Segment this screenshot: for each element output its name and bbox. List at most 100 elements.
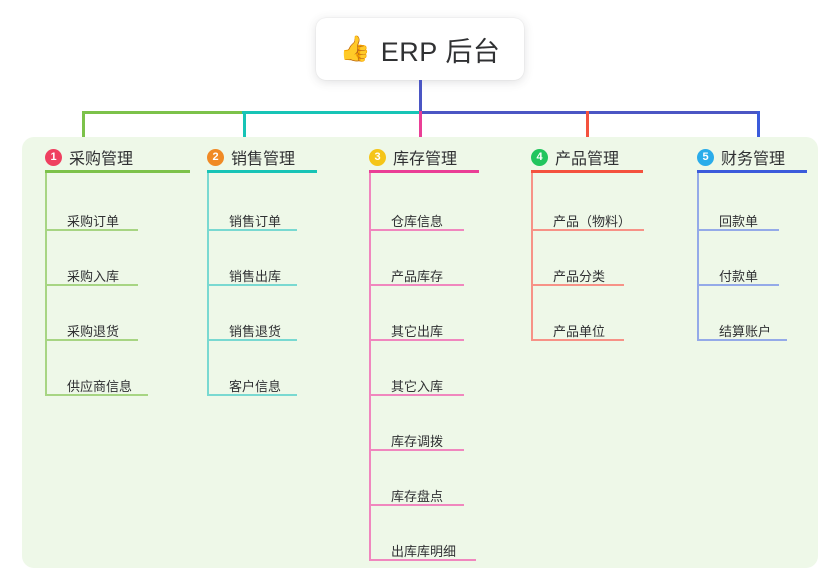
branch-title: 产品管理 bbox=[555, 151, 620, 168]
leaf-label: 销售出库 bbox=[229, 269, 282, 284]
leaf-node[interactable]: 库存调拨 bbox=[369, 431, 464, 455]
branch-spine bbox=[531, 173, 533, 339]
leaf-rule bbox=[207, 339, 297, 341]
root-title: ERP 后台 bbox=[380, 36, 501, 67]
leaf-node[interactable]: 产品库存 bbox=[369, 266, 464, 290]
leaf-node[interactable]: 采购入库 bbox=[45, 266, 138, 290]
branch-title: 销售管理 bbox=[231, 151, 296, 168]
connector-bar-segment bbox=[82, 111, 242, 114]
leaf-label: 采购退货 bbox=[67, 324, 120, 339]
leaf-label: 销售退货 bbox=[229, 324, 282, 339]
leaf-label: 库存调拨 bbox=[391, 434, 444, 449]
branch-header-5[interactable]: 5 财务管理 bbox=[697, 145, 785, 169]
leaf-label: 库存盘点 bbox=[391, 489, 444, 504]
branch-number-badge: 1 bbox=[45, 148, 62, 166]
leaf-rule bbox=[369, 339, 464, 341]
leaf-rule bbox=[207, 229, 297, 231]
leaf-label: 结算账户 bbox=[719, 324, 772, 339]
leaf-node[interactable]: 采购退货 bbox=[45, 321, 138, 345]
leaf-rule bbox=[697, 339, 787, 341]
leaf-label: 销售订单 bbox=[229, 214, 282, 229]
leaf-label: 产品单位 bbox=[553, 324, 606, 339]
leaf-node[interactable]: 产品分类 bbox=[531, 266, 624, 290]
leaf-rule bbox=[45, 284, 138, 286]
leaf-rule bbox=[45, 394, 148, 396]
leaf-label: 仓库信息 bbox=[391, 214, 444, 229]
branch-spine bbox=[369, 173, 371, 559]
leaf-node[interactable]: 客户信息 bbox=[207, 376, 297, 400]
leaf-label: 其它入库 bbox=[391, 379, 444, 394]
connector-drop-1 bbox=[82, 111, 85, 141]
leaf-rule bbox=[369, 284, 464, 286]
branch-spine bbox=[45, 173, 47, 394]
branch-number-badge: 4 bbox=[531, 148, 548, 166]
leaf-rule bbox=[531, 339, 624, 341]
branch-title: 财务管理 bbox=[721, 151, 786, 168]
leaf-label: 付款单 bbox=[719, 269, 759, 284]
branch-header-rule bbox=[369, 170, 479, 173]
leaf-label: 客户信息 bbox=[229, 379, 282, 394]
connector-drop-2 bbox=[243, 111, 246, 141]
leaf-node[interactable]: 产品（物料） bbox=[531, 211, 644, 235]
leaf-node[interactable]: 仓库信息 bbox=[369, 211, 464, 235]
branch-spine bbox=[697, 173, 699, 339]
leaf-node[interactable]: 产品单位 bbox=[531, 321, 624, 345]
connector-bar-segment bbox=[420, 111, 760, 114]
connector-bar-segment bbox=[242, 111, 420, 114]
branch-title: 库存管理 bbox=[393, 151, 458, 168]
root-stem bbox=[419, 80, 422, 112]
branch-header-rule bbox=[45, 170, 190, 173]
connector-drop-5 bbox=[757, 111, 760, 141]
branch-number-badge: 5 bbox=[697, 148, 714, 166]
branches-panel: 1 采购管理采购订单采购入库采购退货供应商信息 2 销售管理销售订单销售出库销售退货客… bbox=[22, 137, 818, 568]
leaf-label: 采购订单 bbox=[67, 214, 120, 229]
leaf-node[interactable]: 其它入库 bbox=[369, 376, 464, 400]
branch-header-2[interactable]: 2 销售管理 bbox=[207, 145, 295, 169]
connector-drop-4 bbox=[586, 111, 589, 141]
leaf-rule bbox=[697, 229, 779, 231]
leaf-rule bbox=[369, 394, 464, 396]
leaf-label: 采购入库 bbox=[67, 269, 120, 284]
leaf-node[interactable]: 出库库明细 bbox=[369, 541, 476, 565]
leaf-rule bbox=[207, 394, 297, 396]
leaf-node[interactable]: 供应商信息 bbox=[45, 376, 148, 400]
leaf-node[interactable]: 采购订单 bbox=[45, 211, 138, 235]
leaf-label: 出库库明细 bbox=[391, 544, 457, 559]
leaf-node[interactable]: 回款单 bbox=[697, 211, 779, 235]
leaf-node[interactable]: 销售退货 bbox=[207, 321, 297, 345]
leaf-node[interactable]: 结算账户 bbox=[697, 321, 787, 345]
leaf-rule bbox=[369, 449, 464, 451]
branch-header-4[interactable]: 4 产品管理 bbox=[531, 145, 619, 169]
leaf-rule bbox=[369, 504, 464, 506]
leaf-label: 产品分类 bbox=[553, 269, 606, 284]
branch-title: 采购管理 bbox=[69, 151, 134, 168]
branch-header-3[interactable]: 3 库存管理 bbox=[369, 145, 457, 169]
leaf-rule bbox=[531, 229, 644, 231]
leaf-rule bbox=[369, 229, 464, 231]
leaf-node[interactable]: 销售出库 bbox=[207, 266, 297, 290]
leaf-label: 回款单 bbox=[719, 214, 759, 229]
leaf-label: 产品库存 bbox=[391, 269, 444, 284]
leaf-rule bbox=[369, 559, 476, 561]
thumbs-up-icon: 👍 bbox=[339, 34, 371, 63]
branch-header-rule bbox=[697, 170, 807, 173]
connector-drop-3 bbox=[419, 111, 422, 141]
leaf-node[interactable]: 销售订单 bbox=[207, 211, 297, 235]
branch-spine bbox=[207, 173, 209, 394]
leaf-label: 其它出库 bbox=[391, 324, 444, 339]
branch-number-badge: 2 bbox=[207, 148, 224, 166]
root-node[interactable]: 👍 ERP 后台 bbox=[316, 18, 524, 80]
branch-header-rule bbox=[207, 170, 317, 173]
branch-number-badge: 3 bbox=[369, 148, 386, 166]
leaf-node[interactable]: 其它出库 bbox=[369, 321, 464, 345]
leaf-label: 供应商信息 bbox=[67, 379, 133, 394]
branch-header-1[interactable]: 1 采购管理 bbox=[45, 145, 133, 169]
leaf-rule bbox=[207, 284, 297, 286]
leaf-node[interactable]: 付款单 bbox=[697, 266, 779, 290]
leaf-rule bbox=[45, 339, 138, 341]
leaf-rule bbox=[45, 229, 138, 231]
leaf-label: 产品（物料） bbox=[553, 214, 632, 229]
branch-header-rule bbox=[531, 170, 643, 173]
leaf-node[interactable]: 库存盘点 bbox=[369, 486, 464, 510]
